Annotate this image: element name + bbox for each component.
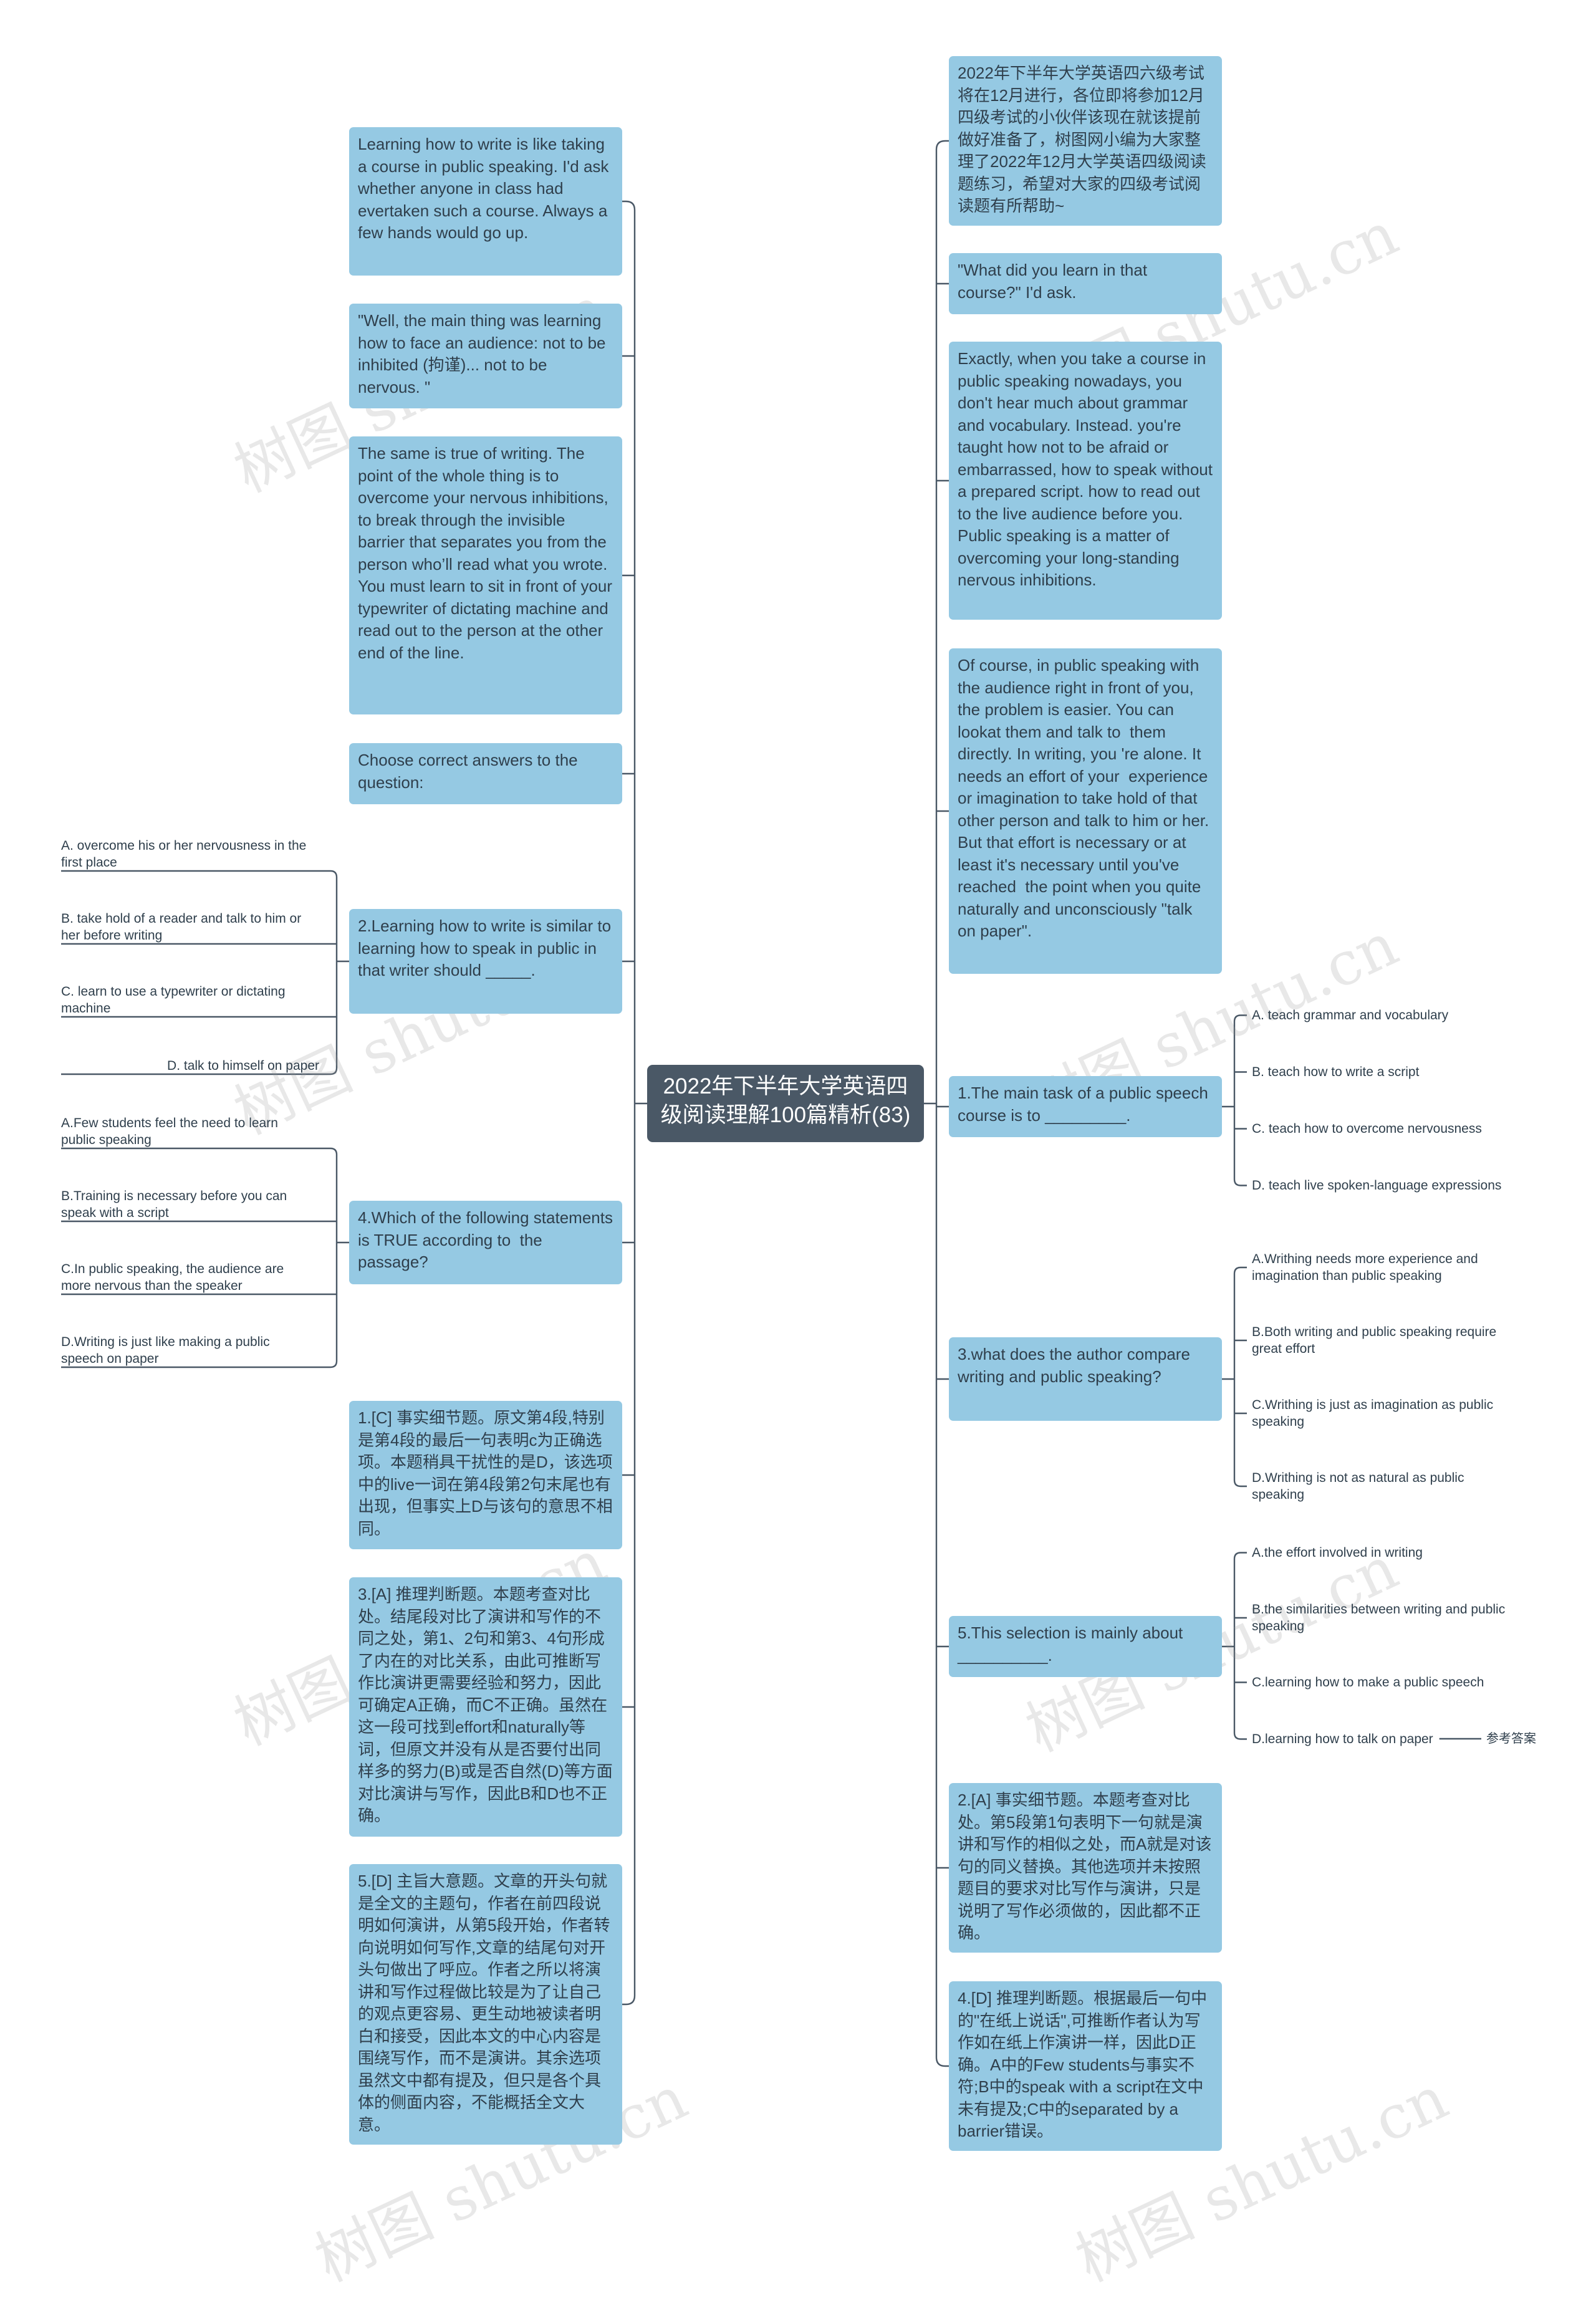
right-branch-connector bbox=[935, 2057, 949, 2067]
option-leaf[interactable]: D.Writing is just like making a public s… bbox=[61, 1335, 274, 1366]
option-connector bbox=[1233, 1014, 1247, 1022]
right-node-r5[interactable]: 1.The main task of a public speech cours… bbox=[949, 1076, 1222, 1137]
option-leaf[interactable]: A.Few students feel the need to learn pu… bbox=[61, 1116, 282, 1147]
option-leaf[interactable]: C. learn to use a typewriter or dictatin… bbox=[61, 984, 289, 1016]
option-leaf[interactable]: B. teach how to write a script bbox=[1252, 1065, 1420, 1079]
left-node-l3[interactable]: The same is true of writing. The point o… bbox=[349, 436, 622, 714]
option-leaf[interactable]: C.Writhing is just as imagination as pub… bbox=[1252, 1398, 1501, 1429]
option-connector bbox=[1233, 1266, 1247, 1274]
right-node-r6[interactable]: 3.what does the author compare writing a… bbox=[949, 1337, 1222, 1421]
left-node-l9[interactable]: 5.[D] 主旨大意题。文章的开头句就是全文的主题句，作者在前四段说明如何演讲，… bbox=[349, 1864, 622, 2145]
right-node-r7[interactable]: 5.This selection is mainly about _______… bbox=[949, 1616, 1222, 1677]
option-connector bbox=[1233, 1552, 1247, 1559]
option-connector bbox=[1233, 1179, 1247, 1186]
option-connector bbox=[1233, 1733, 1247, 1740]
option-leaf[interactable]: C. teach how to overcome nervousness bbox=[1252, 1122, 1482, 1136]
left-branch-connector bbox=[622, 200, 636, 211]
option-leaf[interactable]: C.learning how to make a public speech bbox=[1252, 1675, 1484, 1690]
right-node-r9[interactable]: 4.[D] 推理判断题。根据最后一句中的"在纸上说话",可推断作者认为写作如在纸… bbox=[949, 1981, 1222, 2151]
option-underline bbox=[61, 1147, 338, 1155]
option-leaf[interactable]: B.Training is necessary before you can s… bbox=[61, 1189, 291, 1220]
root-topic[interactable]: 2022年下半年大学英语四级阅读理解100篇精析(83) bbox=[647, 1065, 924, 1142]
right-node-r4[interactable]: Of course, in public speaking with the a… bbox=[949, 648, 1222, 974]
option-leaf[interactable]: D. talk to himself on paper bbox=[167, 1059, 319, 1073]
left-node-l1[interactable]: Learning how to write is like taking a c… bbox=[349, 127, 622, 276]
left-node-l7[interactable]: 1.[C] 事实细节题。原文第4段,特别是第4段的最后一句表明c为正确选项。本题… bbox=[349, 1401, 622, 1549]
left-node-l4[interactable]: Choose correct answers to the question: bbox=[349, 743, 622, 804]
option-leaf[interactable]: B. take hold of a reader and talk to him… bbox=[61, 911, 305, 943]
option-leaf[interactable]: A. overcome his or her nervousness in th… bbox=[61, 839, 310, 870]
right-node-r8[interactable]: 2.[A] 事实细节题。本题考查对比处。第5段第1句表明下一句就是演讲和写作的相… bbox=[949, 1783, 1222, 1953]
left-node-l6[interactable]: 4.Which of the following statements is T… bbox=[349, 1201, 622, 1284]
option-connector bbox=[1233, 1479, 1247, 1488]
answer-tag[interactable]: 参考答案 bbox=[1486, 1732, 1536, 1746]
option-leaf[interactable]: D.Writhing is not as natural as public s… bbox=[1252, 1471, 1468, 1502]
left-branch-connector bbox=[622, 1995, 636, 2006]
option-leaf[interactable]: C.In public speaking, the audience are m… bbox=[61, 1262, 288, 1293]
option-leaf[interactable]: B.Both writing and public speaking requi… bbox=[1252, 1325, 1501, 1356]
right-node-r3[interactable]: Exactly, when you take a course in publi… bbox=[949, 342, 1222, 620]
option-underline bbox=[61, 870, 338, 878]
option-leaf[interactable]: D.learning how to talk on paper bbox=[1252, 1732, 1433, 1746]
left-node-l8[interactable]: 3.[A] 推理判断题。本题考查对比处。结尾段对比了演讲和写作的不同之处，第1、… bbox=[349, 1577, 622, 1837]
left-node-l5[interactable]: 2.Learning how to write is similar to le… bbox=[349, 909, 622, 1014]
left-node-l2[interactable]: "Well, the main thing was learning how t… bbox=[349, 304, 622, 408]
option-leaf[interactable]: A.the effort involved in writing bbox=[1252, 1546, 1423, 1560]
option-leaf[interactable]: A. teach grammar and vocabulary bbox=[1252, 1008, 1449, 1022]
right-node-r1[interactable]: 2022年下半年大学英语四六级考试将在12月进行，各位即将参加12月四级考试的小… bbox=[949, 56, 1222, 226]
right-branch-connector bbox=[935, 140, 949, 150]
right-node-r2[interactable]: "What did you learn in that course?" I'd… bbox=[949, 253, 1222, 314]
option-leaf[interactable]: B.the similarities between writing and p… bbox=[1252, 1602, 1509, 1633]
option-leaf[interactable]: D. teach live spoken-language expression… bbox=[1252, 1178, 1502, 1193]
option-leaf[interactable]: A.Writhing needs more experience and ima… bbox=[1252, 1252, 1482, 1283]
